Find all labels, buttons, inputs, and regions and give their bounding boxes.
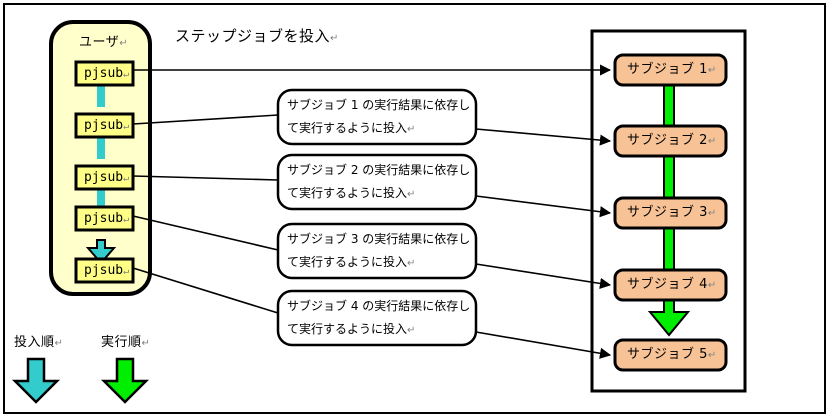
pjsub-label-text: pjsub (84, 263, 124, 278)
callout-text: サブジョブ 2 の実行結果に依存し (287, 163, 471, 177)
submit-connector-1 (97, 84, 105, 107)
pilcrow-mark: ↵ (407, 325, 416, 336)
callout-text: て実行するように投入 (287, 186, 408, 200)
pjsub-label-4: pjsub↵ (84, 212, 129, 225)
callout-1-line-1: サブジョブ 1 の実行結果に依存し (287, 99, 470, 111)
pjsub-label-5: pjsub↵ (84, 264, 129, 277)
connector-pjsub3-callout2 (132, 175, 279, 181)
legend-label-text: 実行順 (101, 335, 142, 350)
pilcrow-mark: ↵ (141, 338, 151, 349)
subjob-box-5 (613, 338, 728, 372)
pjsub-box-1 (74, 60, 135, 87)
subjob-label-5: サブジョブ 5↵ (627, 348, 717, 361)
pilcrow-mark: ↵ (330, 33, 339, 44)
connector-pjsub5-callout4 (132, 267, 279, 314)
callout-2-line-2: て実行するように投入↵ (287, 187, 415, 200)
callout-box-4 (276, 289, 478, 347)
pilcrow-mark: ↵ (123, 173, 130, 184)
callout-text: サブジョブ 4 の実行結果に依存し (287, 299, 471, 313)
legend-exec-arrow (100, 357, 150, 404)
pjsub-label-1: pjsub↵ (84, 67, 129, 80)
callout-4-line-1: サブジョブ 4 の実行結果に依存し (287, 300, 470, 312)
pjsub-label-text: pjsub (84, 118, 124, 133)
pjsub-label-text: pjsub (84, 211, 124, 226)
subjob-label-1: サブジョブ 1↵ (627, 63, 717, 76)
pilcrow-mark: ↵ (123, 214, 130, 225)
legend-submit-order-label: 投入順↵ (14, 336, 63, 349)
pjsub-box-5 (74, 257, 135, 284)
subjob-label-4: サブジョブ 4↵ (627, 278, 717, 291)
pjsub-label-3: pjsub↵ (84, 171, 129, 184)
pilcrow-mark: ↵ (123, 266, 130, 277)
connector-callout2-subjob3 (475, 195, 612, 218)
callout-1-line-2: て実行するように投入↵ (287, 122, 415, 135)
pilcrow-mark: ↵ (707, 350, 717, 361)
legend-label-text: 投入順 (14, 335, 55, 350)
pilcrow-mark: ↵ (707, 136, 717, 147)
pjsub-box-4 (74, 205, 135, 232)
exec-connector-3 (663, 226, 675, 272)
subjob-label-text: サブジョブ 3 (627, 205, 708, 220)
callout-box-2 (276, 153, 478, 211)
subjob-label-text: サブジョブ 5 (627, 347, 708, 362)
connector-callout1-subjob2 (475, 128, 612, 146)
pjsub-label-text: pjsub (84, 170, 124, 185)
pjsub-box-3 (74, 164, 135, 191)
pilcrow-mark: ↵ (707, 65, 717, 76)
callout-text: サブジョブ 1 の実行結果に依存し (287, 98, 471, 112)
subjob-label-text: サブジョブ 1 (627, 62, 708, 77)
pilcrow-mark: ↵ (707, 280, 717, 291)
user-group-label-text: ユーザ (79, 35, 120, 50)
connector-callout4-subjob5 (475, 331, 612, 359)
pilcrow-mark: ↵ (119, 38, 129, 49)
subjob-label-2: サブジョブ 2↵ (627, 134, 717, 147)
subjob-box-2 (613, 124, 728, 158)
pjsub-label-2: pjsub↵ (84, 119, 129, 132)
callout-3-line-1: サブジョブ 3 の実行結果に依存し (287, 233, 470, 245)
callout-4-line-2: て実行するように投入↵ (287, 323, 415, 336)
subjob-label-text: サブジョブ 2 (627, 133, 708, 148)
callout-text: て実行するように投入 (287, 255, 408, 269)
callout-box-3 (276, 222, 478, 280)
pilcrow-mark: ↵ (407, 189, 416, 200)
callout-3-line-2: て実行するように投入↵ (287, 256, 415, 269)
subjob-box-1 (613, 53, 728, 87)
callout-text: サブジョブ 3 の実行結果に依存し (287, 232, 471, 246)
figure-title-text: ステップジョブを投入 (175, 27, 331, 45)
figure-title: ステップジョブを投入↵ (175, 29, 339, 44)
pjsub-label-text: pjsub (84, 66, 124, 81)
pjsub-box-2 (74, 112, 135, 139)
pilcrow-mark: ↵ (123, 69, 130, 80)
subjob-box-3 (613, 196, 728, 230)
subjob-label-text: サブジョブ 4 (627, 277, 708, 292)
pilcrow-mark: ↵ (407, 124, 416, 135)
subjob-label-3: サブジョブ 3↵ (627, 206, 717, 219)
legend-exec-order-label: 実行順↵ (101, 336, 150, 349)
pilcrow-mark: ↵ (54, 338, 64, 349)
user-group-label: ユーザ↵ (79, 36, 128, 49)
callout-text: て実行するように投入 (287, 121, 408, 135)
callout-2-line-1: サブジョブ 2 の実行結果に依存し (287, 164, 470, 176)
pilcrow-mark: ↵ (123, 121, 130, 132)
subjob-box-4 (613, 268, 728, 302)
submit-connector-2 (97, 136, 105, 159)
pilcrow-mark: ↵ (707, 208, 717, 219)
pilcrow-mark: ↵ (407, 258, 416, 269)
exec-connector-1 (663, 83, 675, 128)
connector-pjsub2-callout1 (132, 114, 279, 125)
connector-callout3-subjob4 (475, 263, 612, 289)
legend-submit-arrow (11, 357, 61, 404)
submit-order-arrow (85, 239, 117, 265)
callout-text: て実行するように投入 (287, 322, 408, 336)
exec-connector-2 (663, 154, 675, 200)
callout-box-1 (276, 88, 478, 146)
submit-connector-3 (97, 188, 105, 211)
connector-pjsub4-callout3 (132, 215, 279, 251)
